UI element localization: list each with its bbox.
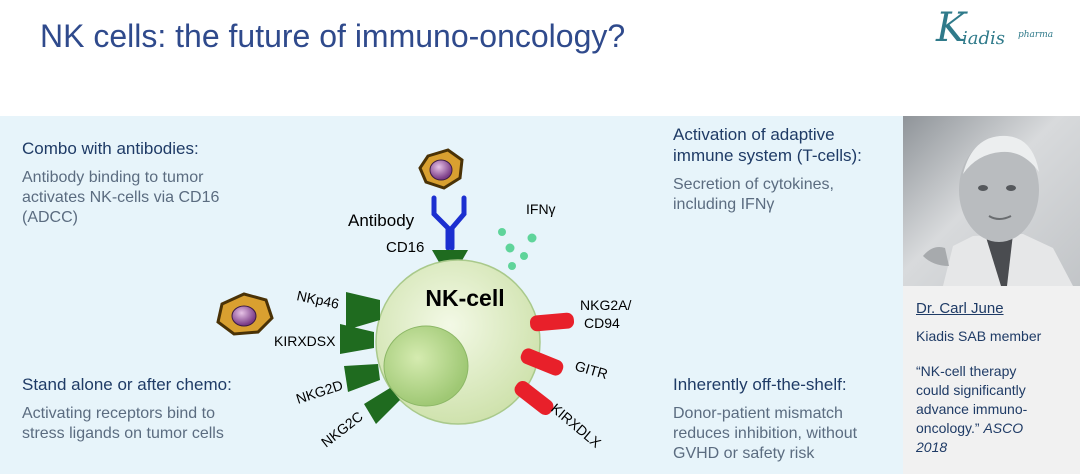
activation-heading: Activation of adaptive immune system (T-…: [673, 124, 862, 166]
speaker-quote: “NK-cell therapy could significantly adv…: [916, 362, 1068, 457]
nkg2a-receptor: [529, 312, 575, 332]
ifn-label: IFNγ: [526, 201, 556, 217]
kiadis-logo: K iadis pharma: [936, 5, 1053, 58]
nkg2c-receptor: [364, 388, 400, 424]
nkg2d-label: NKG2D: [294, 377, 345, 407]
nkg2d-receptor: [344, 364, 380, 392]
quote-line: oncology.” ASCO: [916, 419, 1068, 438]
cd16-label: CD16: [386, 239, 424, 256]
quote-line: “NK-cell therapy: [916, 363, 1017, 379]
nk-cell-nucleus: [383, 325, 469, 407]
kirxdlx-receptor: [514, 380, 554, 416]
activating-receptors: [340, 292, 400, 424]
logo-suffix: pharma: [1018, 30, 1054, 40]
offshelf-body-line: GVHD or safety risk: [673, 445, 815, 462]
activation-heading-line: Activation of adaptive: [673, 125, 835, 144]
offshelf-heading: Inherently off-the-shelf:: [673, 375, 847, 394]
cd94-label: CD94: [584, 315, 620, 331]
combo-body: Antibody binding to tumor activates NK-c…: [22, 168, 219, 228]
offshelf-body-line: reduces inhibition, without: [673, 425, 858, 442]
antibody-icon: [431, 195, 467, 251]
quote-line: could significantly: [916, 382, 1026, 398]
standalone-body-line: Activating receptors bind to: [22, 405, 215, 422]
speaker-role: Kiadis SAB member: [916, 328, 1042, 344]
logo-initial: K: [936, 5, 966, 51]
offshelf-body: Donor-patient mismatch reduces inhibitio…: [673, 404, 857, 464]
quote-last: oncology.”: [916, 420, 980, 436]
gitr-receptor: [520, 348, 564, 376]
standalone-body-line: stress ligands on tumor cells: [22, 425, 224, 442]
kirxdsx-receptor: [340, 324, 374, 354]
nk-cell-label: NK-cell: [425, 285, 504, 311]
nkg2c-label: NKG2C: [318, 408, 366, 450]
portrait-illustration: [923, 135, 1073, 286]
inhibitory-receptors: [514, 312, 575, 416]
tumor-cell-left: [216, 292, 274, 336]
activation-body-line: Secretion of cytokines,: [673, 176, 834, 193]
nkp46-label: NKp46: [295, 287, 340, 312]
quote-panel: [903, 286, 1080, 474]
content-panel: [0, 116, 1080, 474]
activation-body-line: including IFNγ: [673, 196, 775, 213]
speaker-name: Dr. Carl June: [916, 300, 1004, 317]
kirxdlx-label: KIRXDLX: [548, 400, 605, 451]
quote-line: advance immuno-: [916, 401, 1028, 417]
nkp46-receptor: [346, 292, 380, 330]
combo-body-line: Antibody binding to tumor: [22, 169, 204, 186]
combo-body-line: activates NK-cells via CD16: [22, 189, 220, 206]
slide-title: NK cells: the future of immuno-oncology?: [40, 18, 626, 54]
standalone-body: Activating receptors bind to stress liga…: [22, 404, 224, 444]
activation-body: Secretion of cytokines, including IFNγ: [673, 175, 834, 215]
quote-source: ASCO: [983, 420, 1024, 436]
logo-word: iadis: [962, 28, 1006, 49]
gitr-label: GITR: [573, 358, 610, 383]
ifn-gamma-dots: [498, 228, 537, 270]
kirxdsx-label: KIRXDSX: [274, 333, 336, 349]
antibody-label: Antibody: [348, 211, 415, 230]
nkg2a-label: NKG2A/: [580, 297, 631, 313]
quote-source-year: 2018: [916, 439, 948, 455]
nk-cell-diagram: NK-cell Antibody CD16 IFNγ NKp46 KIRXDSX…: [216, 148, 631, 451]
combo-body-line: (ADCC): [22, 209, 78, 226]
standalone-heading: Stand alone or after chemo:: [22, 375, 232, 394]
activation-heading-line: immune system (T-cells):: [673, 146, 862, 165]
portrait-photo: [903, 116, 1080, 286]
tumor-cell-top: [418, 148, 464, 190]
combo-heading: Combo with antibodies:: [22, 139, 199, 158]
offshelf-body-line: Donor-patient mismatch: [673, 405, 843, 422]
